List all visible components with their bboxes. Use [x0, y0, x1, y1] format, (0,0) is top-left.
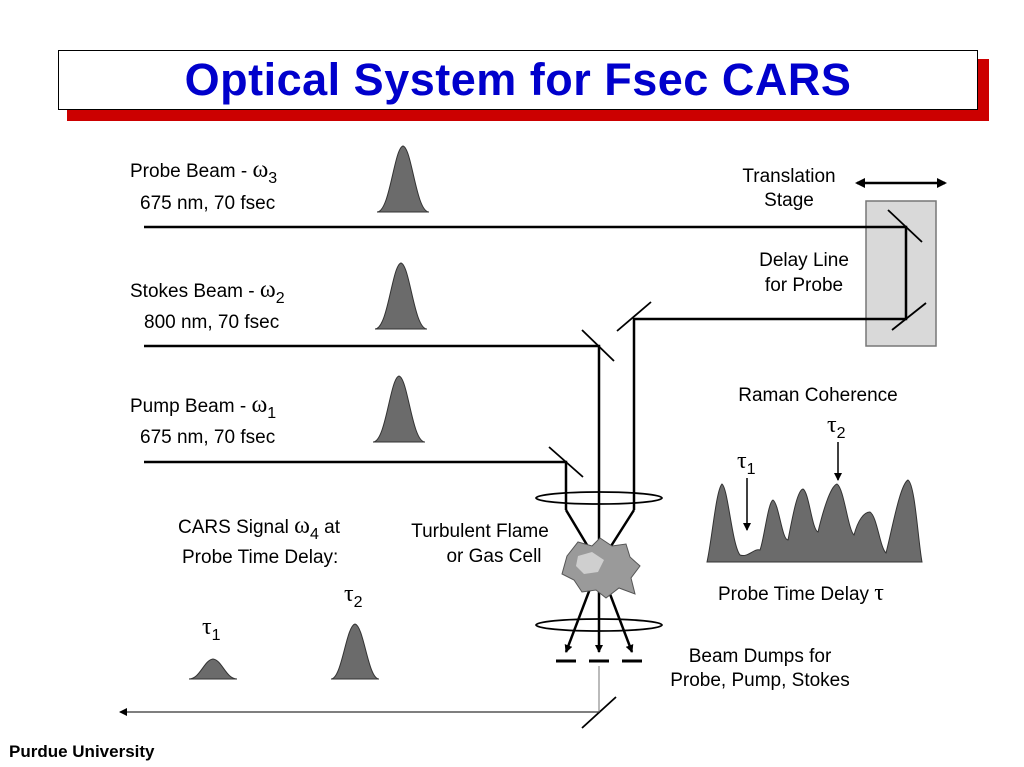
- slide-title: Optical System for Fsec CARS: [184, 54, 852, 105]
- cars-tau1-label: τ1: [202, 614, 221, 644]
- cars-tau2-label: τ2: [344, 581, 363, 611]
- title-box: Optical System for Fsec CARS: [58, 50, 978, 110]
- stage-mirror-top: [887, 209, 923, 243]
- stage-mirror-bottom: [891, 302, 927, 331]
- stokes-fold-mirror: [581, 329, 615, 362]
- pump-beam-spec: 675 nm, 70 fsec: [140, 427, 275, 448]
- translation-stage-label-1: Translation: [742, 166, 835, 187]
- flame-label-2: or Gas Cell: [446, 546, 541, 567]
- stokes-pulse-icon: [374, 262, 428, 330]
- cars-signal-pulse-large: [330, 623, 380, 680]
- probe-beam-spec: 675 nm, 70 fsec: [140, 193, 275, 214]
- cars-signal-pulse-small: [188, 658, 238, 680]
- delay-line-label-2: for Probe: [765, 275, 843, 296]
- footer-university: Purdue University: [9, 742, 155, 761]
- delay-line-label-1: Delay Line: [759, 250, 849, 271]
- pump-beam-path: [144, 460, 568, 510]
- turbulent-flame-icon: [561, 537, 641, 599]
- stokes-beam-spec: 800 nm, 70 fsec: [144, 312, 279, 333]
- translation-stage-label-2: Stage: [764, 190, 814, 211]
- raman-coherence-curve: [706, 479, 923, 563]
- raman-axis-label: Probe Time Delay τ: [718, 580, 884, 606]
- focusing-lens: [535, 491, 663, 505]
- raman-tau2-label: τ2: [827, 412, 846, 442]
- probe-beam-label: Probe Beam - ω3: [130, 157, 277, 187]
- cars-delay-label: Probe Time Delay:: [182, 547, 338, 568]
- raman-tau1-label: τ1: [737, 448, 756, 478]
- pump-beam-label: Pump Beam - ω1: [130, 392, 276, 422]
- pump-pulse-icon: [372, 375, 426, 443]
- stokes-beam-label: Stokes Beam - ω2: [130, 277, 285, 307]
- raman-title: Raman Coherence: [738, 385, 897, 406]
- probe-pulse-icon: [376, 145, 430, 213]
- flame-label-1: Turbulent Flame: [411, 521, 549, 542]
- collimating-lens: [535, 618, 663, 632]
- pump-fold-mirror: [548, 446, 584, 478]
- cars-signal-label: CARS Signal ω4 at: [178, 513, 341, 543]
- beam-dumps-label-2: Probe, Pump, Stokes: [670, 670, 850, 691]
- probe-fold-mirror: [616, 301, 652, 332]
- beam-dumps-label-1: Beam Dumps for: [689, 646, 832, 667]
- flame-highlight: [576, 552, 604, 574]
